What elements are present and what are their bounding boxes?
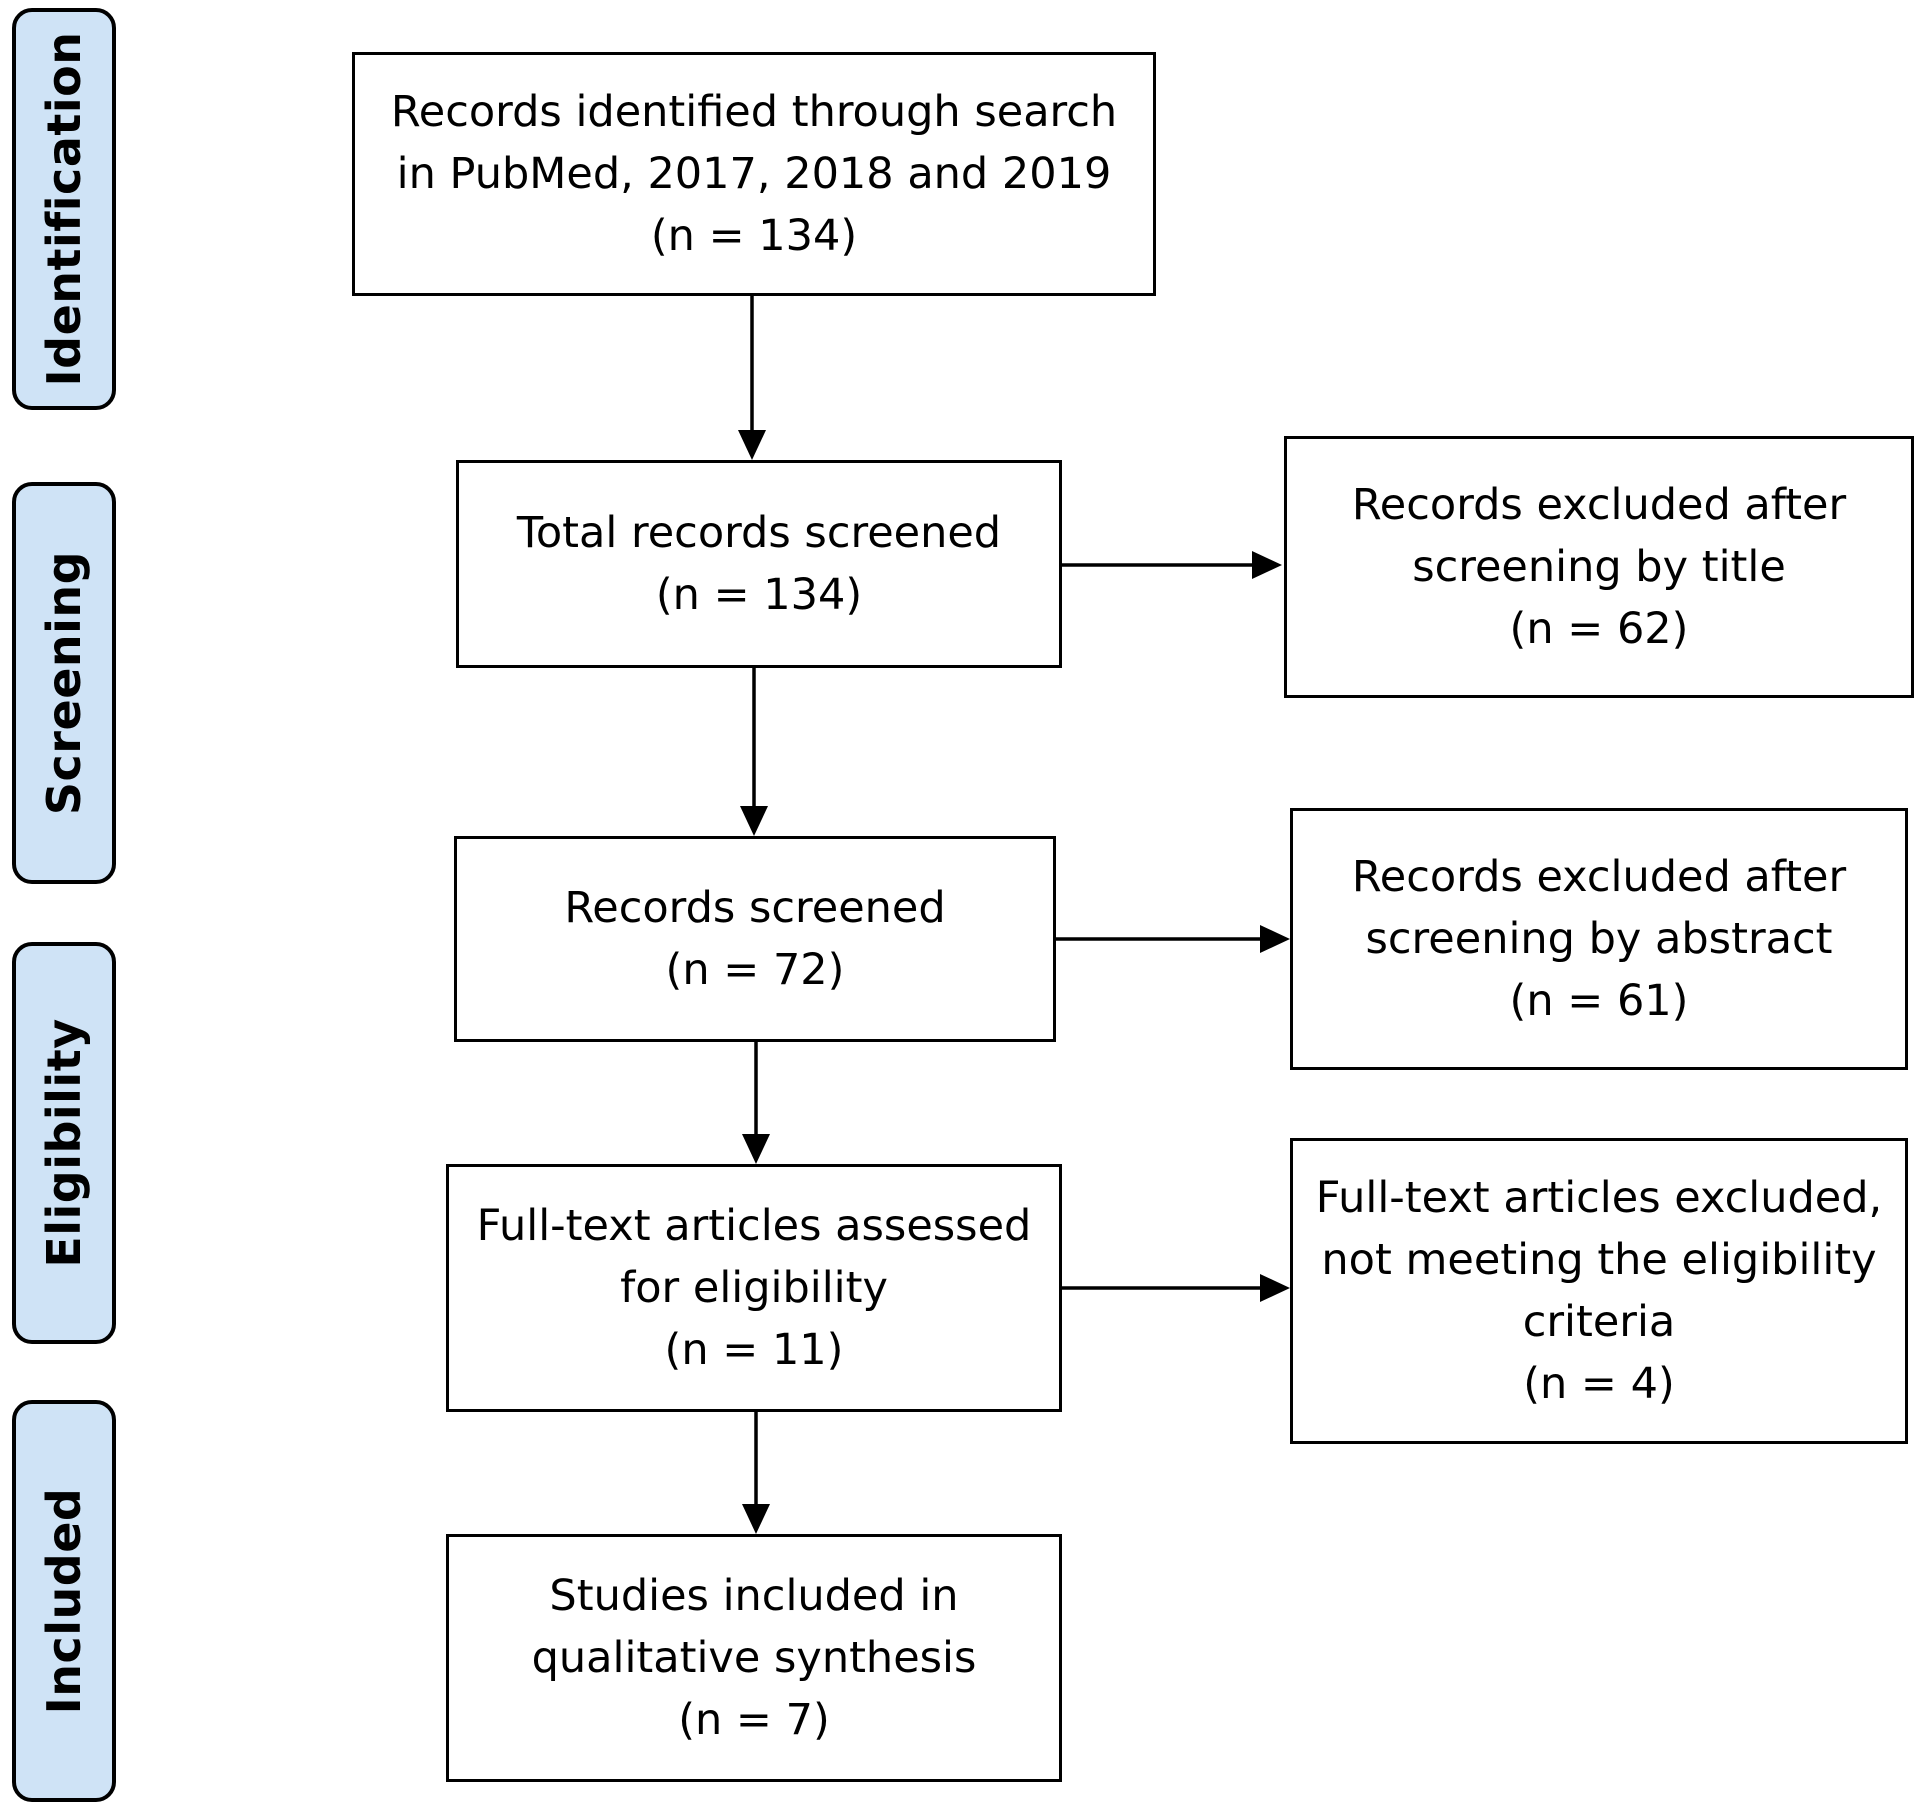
box-count: (n = 11): [664, 1325, 844, 1375]
box-count: (n = 62): [1509, 604, 1689, 654]
arrow-down-4: [742, 1412, 770, 1534]
box-line: screening by abstract: [1365, 914, 1833, 964]
box-excluded-by-abstract: Records excluded after screening by abst…: [1290, 808, 1908, 1070]
arrow-down-1: [738, 296, 766, 460]
box-line: Full-text articles excluded,: [1315, 1173, 1883, 1223]
box-line: in PubMed, 2017, 2018 and 2019: [396, 149, 1112, 199]
box-line: Records screened: [564, 883, 946, 933]
box-line: Records identified through search: [390, 87, 1118, 137]
arrow-right-2: [1056, 925, 1290, 953]
box-line: Total records screened: [516, 508, 1002, 558]
stage-identification: Identification: [12, 8, 116, 410]
box-line: for eligibility: [620, 1263, 888, 1313]
box-line: criteria: [1522, 1297, 1676, 1347]
box-count: (n = 4): [1523, 1359, 1675, 1409]
box-line: not meeting the eligibility: [1321, 1235, 1877, 1285]
arrow-down-2: [740, 668, 768, 836]
stage-eligibility: Eligibility: [12, 942, 116, 1344]
box-line: Records excluded after: [1351, 852, 1847, 902]
box-fulltext-excluded: Full-text articles excluded, not meeting…: [1290, 1138, 1908, 1444]
stage-included: Included: [12, 1400, 116, 1802]
box-records-identified: Records identified through search in Pub…: [352, 52, 1156, 296]
box-line: Studies included in: [549, 1571, 959, 1621]
box-line: Full-text articles assessed: [476, 1201, 1032, 1251]
arrow-down-3: [742, 1042, 770, 1164]
box-count: (n = 72): [665, 945, 845, 995]
box-count: (n = 7): [678, 1695, 830, 1745]
box-line: screening by title: [1412, 542, 1786, 592]
stage-screening: Screening: [12, 482, 116, 884]
box-studies-included: Studies included in qualitative synthesi…: [446, 1534, 1062, 1782]
arrow-right-1: [1062, 551, 1282, 579]
box-line: qualitative synthesis: [531, 1633, 977, 1683]
box-count: (n = 134): [650, 211, 858, 261]
box-records-screened: Records screened (n = 72): [454, 836, 1056, 1042]
box-line: Records excluded after: [1351, 480, 1847, 530]
box-fulltext-assessed: Full-text articles assessed for eligibil…: [446, 1164, 1062, 1412]
box-count: (n = 134): [655, 570, 863, 620]
box-excluded-by-title: Records excluded after screening by titl…: [1284, 436, 1914, 698]
arrow-right-3: [1062, 1274, 1290, 1302]
box-total-records-screened: Total records screened (n = 134): [456, 460, 1062, 668]
box-count: (n = 61): [1509, 976, 1689, 1026]
